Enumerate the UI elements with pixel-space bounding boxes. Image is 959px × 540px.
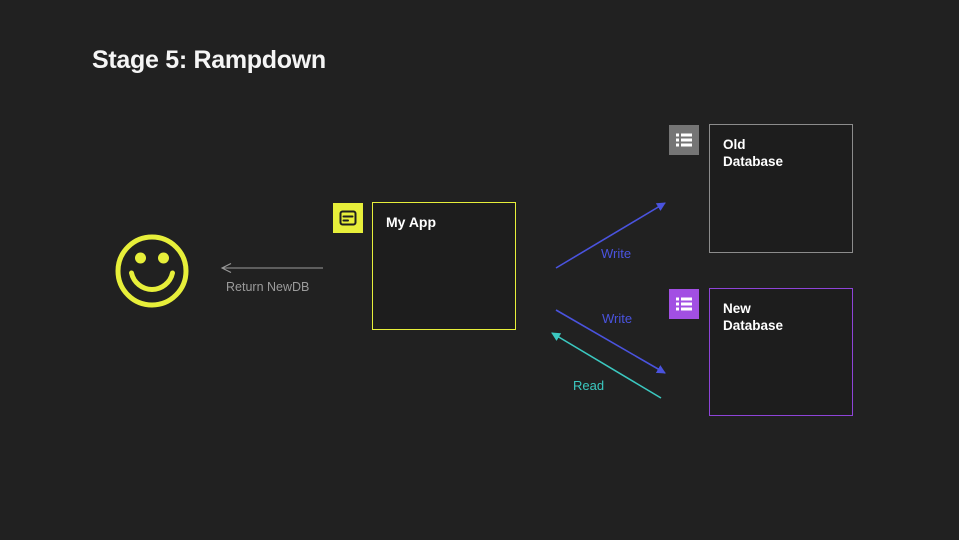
list-rows-icon <box>669 125 699 155</box>
write-new-label: Write <box>602 311 633 326</box>
slide-title: Stage 5: Rampdown <box>92 46 326 74</box>
return-newdb-label: Return NewDB <box>226 280 310 294</box>
smiley-mouth <box>129 270 175 292</box>
old-database-label: Old Database <box>723 137 784 169</box>
my-app-label: My App <box>386 214 437 230</box>
return-newdb-arrow <box>220 263 323 273</box>
smiley-left-eye <box>135 252 146 264</box>
smiley-face-icon <box>115 234 189 308</box>
write-old-label: Write <box>601 246 632 261</box>
new-database-node: New Database <box>709 288 853 416</box>
browser-window-icon <box>333 203 363 233</box>
my-app-node: My App <box>372 202 516 330</box>
smiley-right-eye <box>158 252 169 264</box>
new-database-label: New Database <box>723 301 784 333</box>
list-rows-icon <box>669 289 699 319</box>
old-database-node: Old Database <box>709 124 853 253</box>
read-new-label: Read <box>573 378 605 393</box>
read-new-arrow <box>551 332 662 399</box>
